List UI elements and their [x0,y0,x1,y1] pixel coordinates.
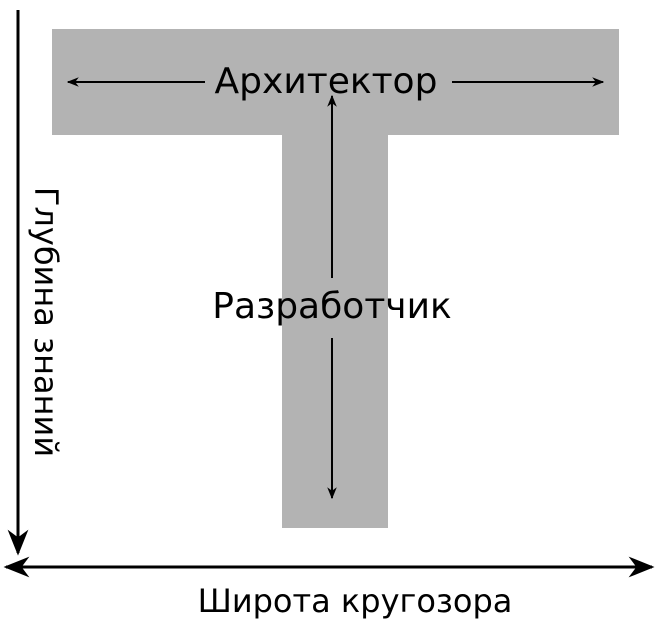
vertical-axis-label: Глубина знаний [27,187,65,457]
horizontal-axis-label: Широта кругозора [198,582,513,620]
developer-label: Разработчик [212,286,451,327]
architect-label: Архитектор [215,61,438,102]
t-stem [282,135,388,528]
